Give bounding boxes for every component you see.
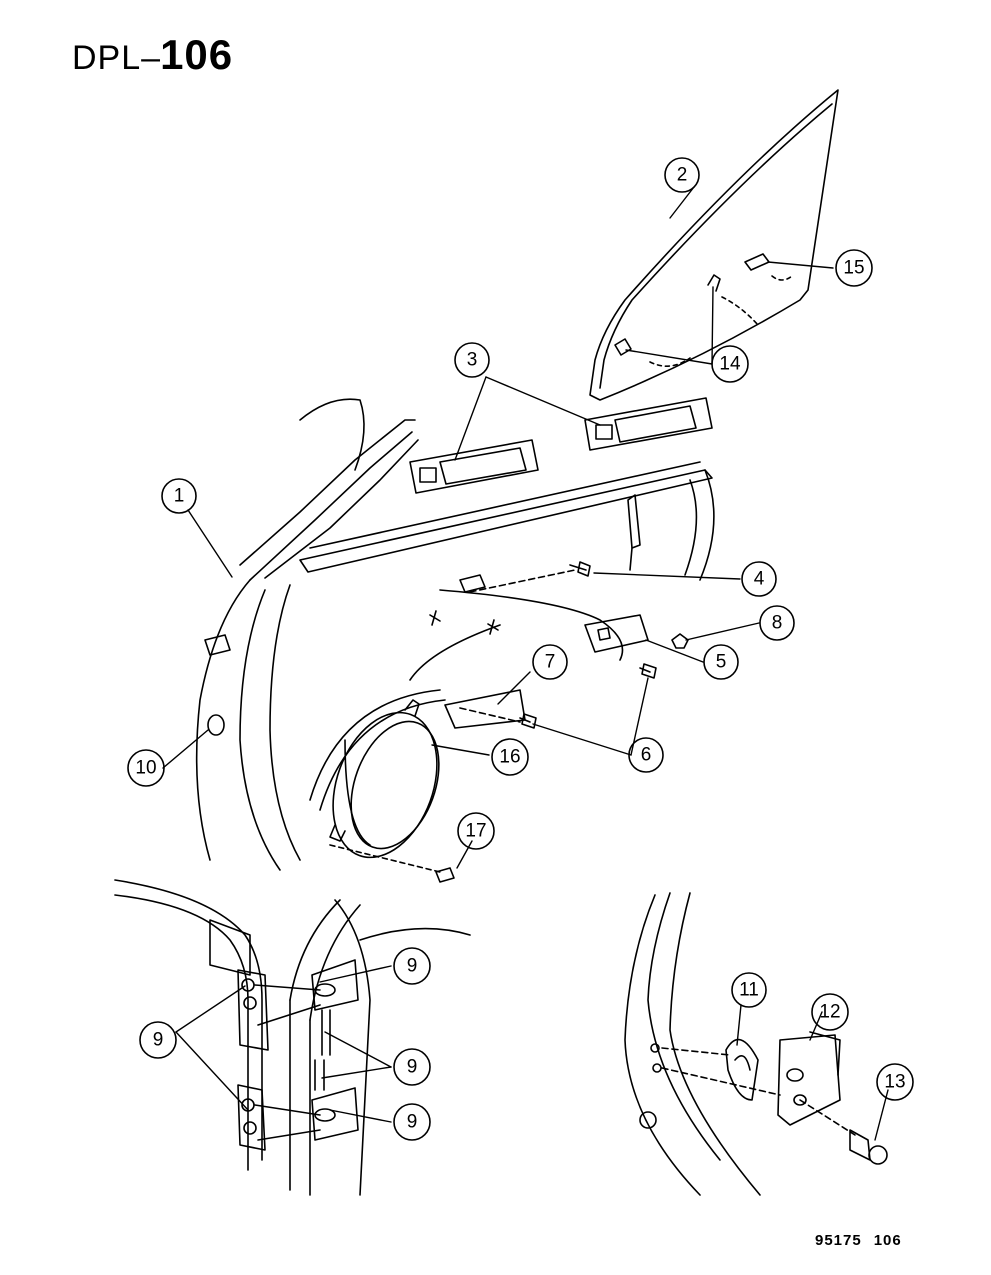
callout-15-label: 15 (843, 258, 864, 279)
callout-2: 2 (664, 157, 700, 193)
callout-8: 8 (759, 605, 795, 641)
callout-4: 4 (741, 561, 777, 597)
callout-9b-label: 9 (153, 1030, 164, 1051)
leader-lines (162, 186, 889, 1141)
callout-4-label: 4 (754, 569, 765, 590)
callout-8-label: 8 (772, 613, 783, 634)
callout-9-lower-body: 9 (393, 1103, 431, 1141)
callout-9-upper-body: 9 (393, 947, 431, 985)
speaker (329, 699, 440, 859)
glass-lift-plates (409, 397, 713, 494)
callout-1-label: 1 (174, 486, 185, 507)
callout-16: 16 (491, 738, 529, 776)
diagram-title: DPL–106 (72, 34, 233, 76)
figure-id: 95175 (815, 1232, 862, 1249)
callout-11-label: 11 (739, 980, 759, 1001)
callout-6-label: 6 (641, 745, 652, 766)
callout-9-pin: 9 (393, 1048, 431, 1086)
callout-5-label: 5 (716, 652, 727, 673)
callout-5: 5 (703, 644, 739, 680)
callout-12: 12 (811, 993, 849, 1031)
callout-3-label: 3 (467, 350, 478, 371)
callout-9-door-side: 9 (139, 1021, 177, 1059)
callout-9a-label: 9 (407, 956, 418, 977)
callout-13: 13 (876, 1063, 914, 1101)
callout-12-label: 12 (819, 1002, 840, 1023)
callout-6: 6 (628, 737, 664, 773)
callout-10-label: 10 (135, 758, 156, 779)
callout-9c-label: 9 (407, 1057, 418, 1078)
figure-page: 106 (873, 1232, 902, 1249)
striker-detail-view (624, 892, 888, 1196)
door-glass (589, 89, 839, 401)
callout-3: 3 (454, 342, 490, 378)
callout-13-label: 13 (884, 1072, 905, 1093)
hinge-detail-view (114, 879, 471, 1196)
callout-14: 14 (711, 345, 749, 383)
figure-footer: 95175 106 (815, 1232, 902, 1249)
callout-17-label: 17 (465, 821, 486, 842)
callout-2-label: 2 (677, 165, 688, 186)
callout-15: 15 (835, 249, 873, 287)
title-prefix: DPL (72, 39, 142, 77)
front-door-frame (195, 398, 715, 871)
callout-10: 10 (127, 749, 165, 787)
callout-7: 7 (532, 644, 568, 680)
fasteners (329, 561, 689, 883)
title-dash: – (141, 39, 161, 77)
title-number: 106 (160, 31, 234, 78)
callout-11: 11 (731, 972, 767, 1008)
window-regulator (409, 574, 649, 729)
callout-17: 17 (457, 812, 495, 850)
callout-9d-label: 9 (407, 1112, 418, 1133)
callout-14-label: 14 (719, 354, 741, 375)
callout-1: 1 (161, 478, 197, 514)
callout-16-label: 16 (499, 747, 520, 768)
callout-7-label: 7 (545, 652, 556, 673)
